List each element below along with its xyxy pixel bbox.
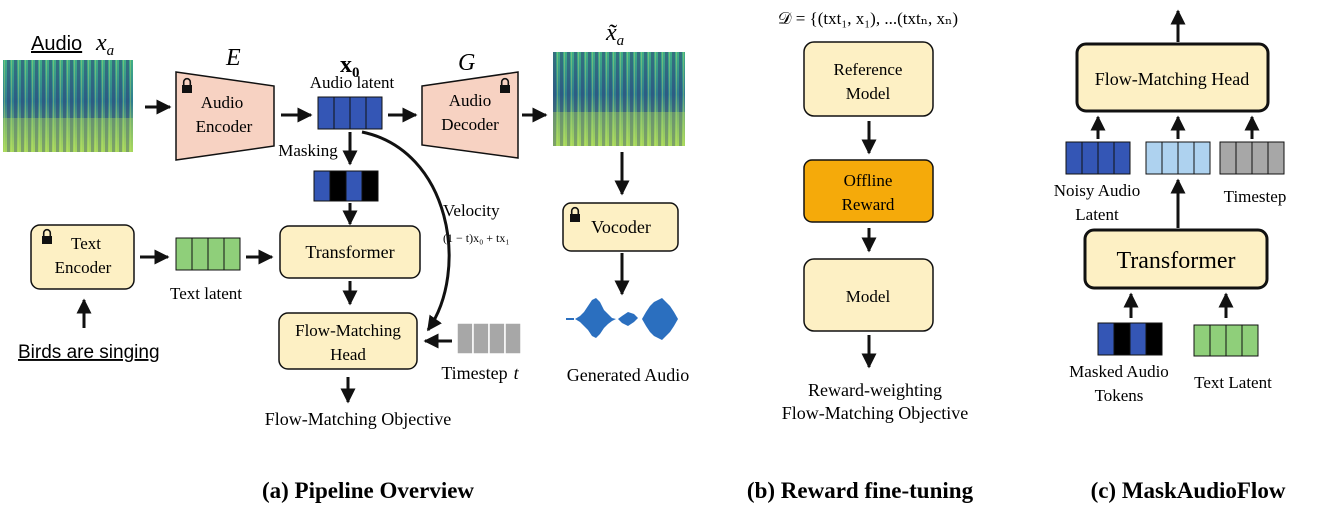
reconstructed-variable: x̃a <box>605 20 624 49</box>
reference-label-line1: Reference <box>834 60 903 79</box>
vocoder-box: Vocoder <box>562 202 679 252</box>
encoder-label-line1: Audio <box>201 93 244 112</box>
audio-latent-tokens <box>317 96 383 130</box>
velocity-formula: (1 − t)x₀ + tx₁ <box>443 231 510 245</box>
audio-variable: xa <box>95 30 114 59</box>
reference-label-line2: Model <box>846 84 891 103</box>
maf-head-box: Flow-Matching Head <box>1075 42 1270 113</box>
encoder-label-line2: Encoder <box>196 117 253 136</box>
reward-objective-line1: Reward-weighting <box>808 380 942 400</box>
reward-label-line2: Reward <box>842 195 895 214</box>
maf-transformer-label: Transformer <box>1116 248 1235 274</box>
panel-c-caption: (c) MaskAudioFlow <box>1091 478 1286 503</box>
latent-symbol: x0 <box>340 52 360 81</box>
audio-input-label: Audio <box>31 33 82 55</box>
panel-b-reward: 𝒟 = {(txt₁, x₁), ...(txtₙ, xₙ) Reference… <box>747 9 974 503</box>
decoder-label-line2: Decoder <box>441 115 499 134</box>
noisy-label-line1: Noisy Audio <box>1054 181 1140 200</box>
transformer-box: Transformer <box>279 225 421 279</box>
offline-reward-box: Offline Reward <box>803 159 934 223</box>
reference-model-box: Reference Model <box>803 41 934 117</box>
text-prompt: Birds are singing <box>18 342 160 363</box>
text-encoder: Text Encoder <box>30 224 135 290</box>
audio-decoder: Audio Decoder <box>421 71 519 159</box>
text-encoder-line1: Text <box>71 234 101 253</box>
panel-c-maskaudioflow: Flow-Matching Head Noisy Audio Latent <box>1054 9 1287 503</box>
maf-timestep-label: Timestep <box>1224 187 1287 206</box>
decoder-label-line1: Audio <box>449 91 492 110</box>
input-spectrogram <box>3 60 133 152</box>
audio-latent-label: Audio latent <box>310 73 395 92</box>
reward-label-line1: Offline <box>844 171 893 190</box>
vocoder-label: Vocoder <box>591 217 651 237</box>
masking-label: Masking <box>278 141 338 160</box>
noisy-label-line2: Latent <box>1075 205 1119 224</box>
maf-head-label: Flow-Matching Head <box>1095 69 1249 89</box>
maf-masked-tokens <box>1097 322 1163 356</box>
masked-label-line1: Masked Audio <box>1069 362 1169 381</box>
generated-audio-label: Generated Audio <box>567 365 689 385</box>
transformer-output-tokens <box>1145 141 1211 175</box>
panel-a-pipeline: Audio xa E Audio Encoder x0 Audio latent <box>3 20 689 503</box>
masked-label-line2: Tokens <box>1095 386 1144 405</box>
objective-label: Flow-Matching Objective <box>265 409 451 429</box>
maf-text-latent-tokens <box>1193 324 1259 357</box>
generated-waveform <box>566 298 678 340</box>
velocity-label: Velocity <box>443 201 500 220</box>
maf-text-latent-label: Text Latent <box>1194 373 1272 392</box>
noisy-latent-tokens <box>1065 141 1131 175</box>
model-box: Model <box>803 258 934 332</box>
text-encoder-line2: Encoder <box>55 258 112 277</box>
audio-encoder: Audio Encoder <box>175 71 275 161</box>
masked-tokens <box>313 170 379 202</box>
transformer-label: Transformer <box>305 242 394 262</box>
panel-a-caption: (a) Pipeline Overview <box>262 478 474 503</box>
text-latent-label: Text latent <box>170 284 242 303</box>
timestep-tokens <box>456 322 522 355</box>
reconstructed-spectrogram <box>553 52 685 146</box>
flow-matching-head: Flow-Matching Head <box>278 312 418 370</box>
encoder-symbol: E <box>225 45 241 71</box>
maf-transformer-box: Transformer <box>1083 228 1269 290</box>
model-label: Model <box>846 287 891 306</box>
text-latent-tokens <box>175 237 241 271</box>
head-label-line1: Flow-Matching <box>295 321 401 340</box>
maf-timestep-tokens <box>1219 141 1285 175</box>
reward-objective-line2: Flow-Matching Objective <box>782 403 968 423</box>
decoder-symbol: G <box>458 50 475 76</box>
head-label-line2: Head <box>330 345 366 364</box>
panel-b-caption: (b) Reward fine-tuning <box>747 478 974 503</box>
velocity-arrow <box>361 130 451 332</box>
dataset-formula: 𝒟 = {(txt₁, x₁), ...(txtₙ, xₙ) <box>778 9 958 28</box>
